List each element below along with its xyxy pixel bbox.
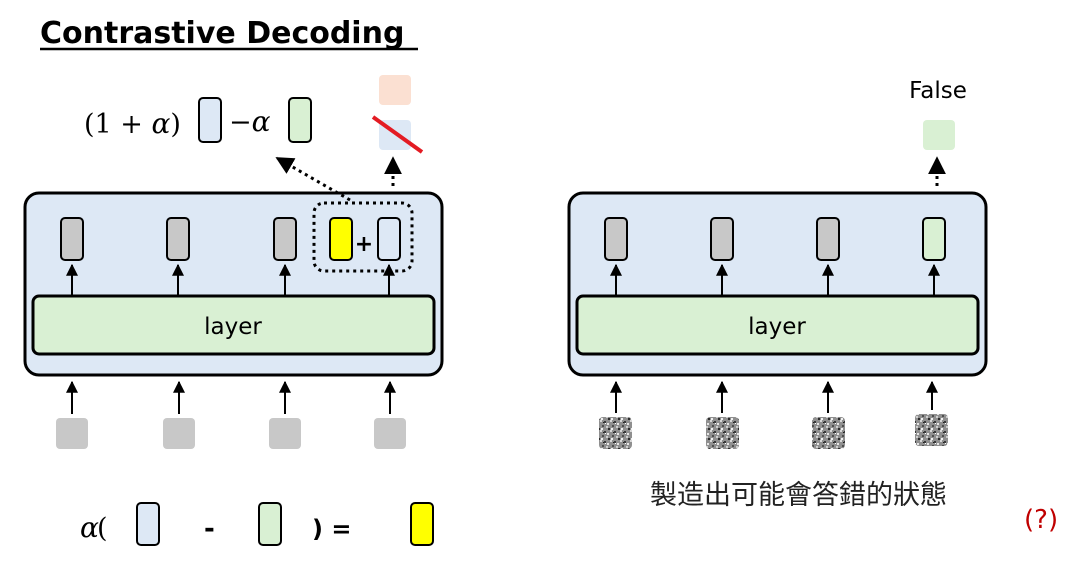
right-caption: 製造出可能會答錯的狀態 — [650, 480, 947, 511]
left-final-hidden-state — [377, 217, 401, 261]
right-noisy-input-1 — [599, 417, 632, 449]
right-layer-box — [575, 294, 980, 356]
top-formula: (1 + α) −α — [84, 97, 312, 143]
plus-sign: + — [355, 232, 373, 257]
right-noisy-input-3 — [812, 417, 845, 449]
left-hidden-state-3 — [273, 217, 297, 261]
right-hidden-state-1 — [604, 217, 628, 261]
bottom-open-paren: ( — [97, 513, 108, 544]
left-input-token-2 — [163, 418, 195, 449]
bottom-blue-vector — [136, 502, 160, 546]
left-layer-label: layer — [204, 314, 262, 340]
bottom-yellow-vector — [410, 502, 434, 546]
formula-minus: − — [229, 107, 252, 138]
formula-suffix: ) — [170, 109, 181, 140]
peach-output-token — [379, 75, 411, 105]
left-hidden-state-2 — [166, 217, 190, 261]
yellow-contrast-vector — [329, 217, 353, 261]
left-hidden-state-1 — [60, 217, 84, 261]
formula-prefix: (1 + — [84, 109, 152, 140]
left-input-token-1 — [56, 418, 88, 449]
question-mark: (?) — [1024, 505, 1058, 535]
left-panel: layer + (1 + α) — [23, 75, 444, 449]
right-panel: layer False 製造出可能會答錯的狀態 (?) — [567, 78, 1058, 535]
right-layer-label: layer — [748, 314, 806, 340]
formula-blue-vector — [198, 97, 222, 143]
right-noisy-input-4 — [915, 414, 948, 446]
formula-alpha: α — [152, 107, 171, 140]
bottom-alpha: α — [80, 511, 99, 544]
right-noisy-input-2 — [706, 417, 739, 449]
left-input-token-4 — [374, 418, 406, 449]
contrast-group-dotted — [312, 201, 414, 273]
bottom-green-vector — [258, 502, 282, 546]
svg-text:−α: −α — [229, 105, 271, 138]
dotted-arrow-to-formula — [275, 156, 351, 202]
formula-minus-alpha: α — [252, 105, 271, 138]
right-hidden-state-2 — [710, 217, 734, 261]
bottom-formula: α ( - ) = — [80, 502, 434, 546]
right-hidden-state-3 — [816, 217, 840, 261]
red-strike — [371, 115, 424, 154]
svg-text:(1 + α): (1 + α) — [84, 107, 181, 140]
right-final-hidden-state — [922, 217, 946, 261]
formula-green-vector — [288, 97, 312, 143]
false-label: False — [909, 78, 967, 104]
left-input-token-3 — [269, 418, 301, 449]
page-title: Contrastive Decoding — [40, 16, 404, 51]
right-output-token — [923, 120, 955, 150]
bottom-minus: - — [204, 514, 215, 544]
left-layer-box — [31, 294, 436, 356]
bottom-close-paren-equals: ) = — [312, 515, 351, 543]
